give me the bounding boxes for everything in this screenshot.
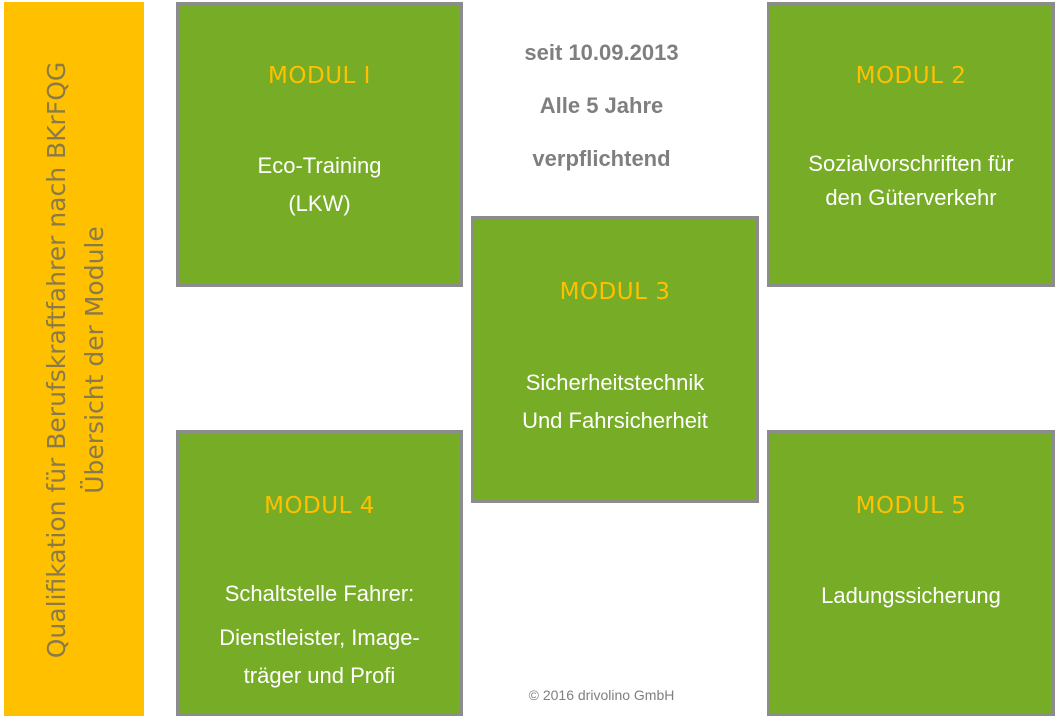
- module-2-title: MODUL 2: [855, 63, 967, 89]
- info-interval: Alle 5 Jahre: [539, 93, 664, 118]
- module-4-line-1: Schaltstelle Fahrer:: [224, 581, 415, 606]
- module-2-description: Sozialvorschriften für den Güterverkehr: [770, 147, 1052, 215]
- sidebar-title: Qualifikation für Berufskraftfahrer nach…: [38, 15, 114, 705]
- module-4-box: MODUL 4 Schaltstelle Fahrer: Dienstleist…: [176, 430, 463, 716]
- module-4-line-3: träger und Profi: [243, 663, 396, 688]
- module-5-line-1: Ladungssicherung: [821, 583, 1001, 608]
- module-1-box: MODUL I Eco-Training (LKW): [176, 2, 463, 287]
- module-1-title: MODUL I: [268, 63, 371, 89]
- module-2-box: MODUL 2 Sozialvorschriften für den Güter…: [767, 2, 1055, 287]
- module-5-box: MODUL 5 Ladungssicherung: [767, 430, 1055, 716]
- module-4-description: Schaltstelle Fahrer: Dienstleister, Imag…: [179, 575, 460, 695]
- module-3-line-2: Und Fahrsicherheit: [522, 408, 708, 433]
- module-5-description: Ladungssicherung: [770, 577, 1052, 615]
- module-3-box: MODUL 3 Sicherheitstechnik Und Fahrsiche…: [471, 216, 759, 503]
- module-3-line-1: Sicherheitstechnik: [525, 370, 705, 395]
- module-4-line-2: Dienstleister, Image-: [219, 625, 420, 650]
- info-date: seit 10.09.2013: [524, 40, 679, 65]
- sidebar-title-line2: Übersicht der Module: [80, 226, 109, 494]
- copyright-text: © 2016 drivolino GmbH: [528, 687, 675, 703]
- info-mandatory: verpflichtend: [532, 146, 671, 171]
- module-2-line-2: den Güterverkehr: [825, 185, 997, 210]
- module-3-description: Sicherheitstechnik Und Fahrsicherheit: [474, 364, 756, 440]
- sidebar-title-line1: Qualifikation für Berufskraftfahrer nach…: [42, 61, 71, 659]
- module-4-title: MODUL 4: [264, 493, 375, 519]
- module-3-title: MODUL 3: [559, 279, 671, 305]
- module-1-description: Eco-Training (LKW): [179, 147, 460, 223]
- module-2-line-1: Sozialvorschriften für: [808, 151, 1014, 176]
- module-5-title: MODUL 5: [855, 493, 967, 519]
- module-1-line-1: Eco-Training: [257, 153, 382, 178]
- module-1-line-2: (LKW): [288, 191, 351, 216]
- sidebar-banner: Qualifikation für Berufskraftfahrer nach…: [4, 2, 144, 716]
